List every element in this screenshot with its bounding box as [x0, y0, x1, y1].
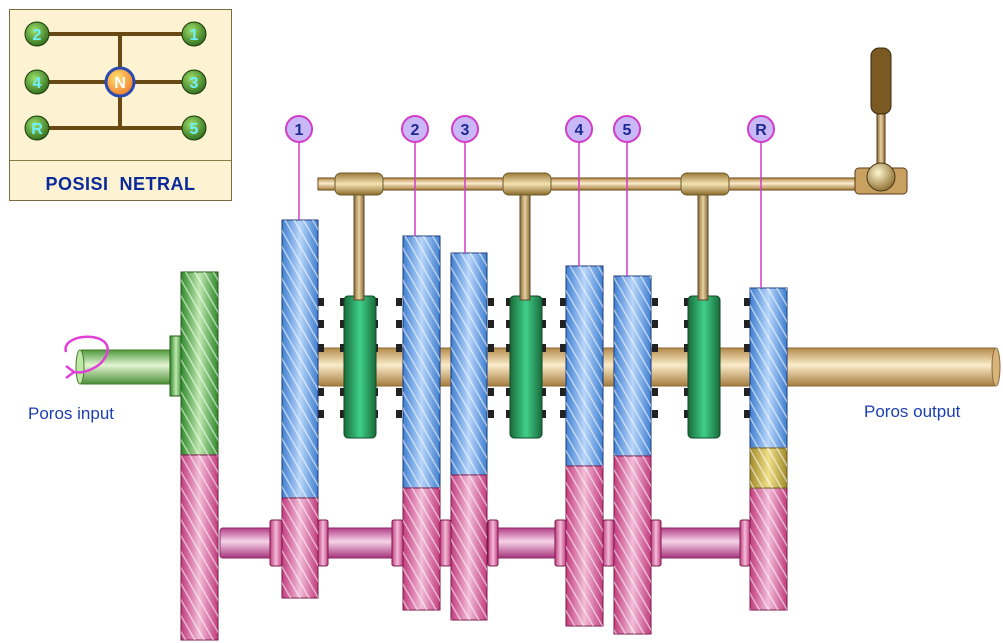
counter-gear-1: [282, 498, 318, 598]
synchronizer-3-4: [510, 296, 542, 438]
output-shaft-label: Poros output: [864, 402, 960, 422]
gear-marker-1: 1: [286, 116, 312, 220]
gear-marker-5: 5: [614, 116, 640, 276]
gear-marker-label: 3: [461, 122, 470, 139]
gear-marker-2: 2: [402, 116, 428, 236]
shift-rail: [318, 173, 858, 195]
counter-gear-4: [566, 466, 603, 626]
synchronizer-1-2: [344, 296, 376, 438]
counter-gear-2: [403, 488, 440, 610]
neutral-position-indicator: N: [106, 68, 134, 96]
counter-gear-5: [614, 456, 651, 634]
reverse-idler-gear: [750, 448, 787, 488]
gear-marker-label: 2: [411, 122, 420, 139]
gear-marker-label: 5: [623, 122, 632, 139]
gear-3: [451, 253, 487, 475]
gear-5: [614, 276, 651, 456]
panel-divider: [10, 160, 231, 161]
shift-fork-1: [354, 190, 364, 300]
shift-position-title: POSISI NETRAL: [10, 174, 231, 195]
svg-text:5: 5: [190, 121, 199, 138]
counter-gear-3: [451, 475, 487, 620]
svg-text:4: 4: [33, 75, 42, 92]
gear-marker-label: 1: [295, 122, 304, 139]
gear-position-2: 2: [25, 22, 49, 46]
svg-text:3: 3: [190, 75, 199, 92]
shift-pattern-diagram: 2 1 4 3 R 5 N: [10, 10, 231, 160]
svg-text:N: N: [114, 75, 126, 92]
gear-position-3: 3: [182, 70, 206, 94]
gear-position-4: 4: [25, 70, 49, 94]
gear-position-r: R: [25, 116, 49, 140]
svg-text:1: 1: [190, 27, 199, 44]
counter-drive-gear: [181, 455, 218, 640]
gear-2: [403, 236, 440, 488]
gear-marker-label: 4: [575, 122, 584, 139]
shift-fork-3: [698, 190, 708, 300]
shift-lever[interactable]: [855, 48, 907, 194]
gear-reverse: [750, 288, 787, 448]
svg-text:R: R: [31, 121, 43, 138]
gear-marker-label: R: [755, 122, 767, 139]
shift-fork-2: [520, 190, 530, 300]
gear-position-1: 1: [182, 22, 206, 46]
synchronizer-5-r: [688, 296, 720, 438]
counter-gear-reverse: [750, 488, 787, 610]
gear-1: [282, 220, 318, 498]
shift-pattern-panel: 2 1 4 3 R 5 N POSISI NETRAL: [9, 9, 232, 201]
svg-text:2: 2: [33, 27, 42, 44]
gear-position-5: 5: [182, 116, 206, 140]
input-shaft: [76, 336, 182, 396]
input-gear: [181, 272, 218, 455]
input-shaft-label: Poros input: [28, 404, 114, 424]
gear-4: [566, 266, 603, 466]
gear-marker-r: R: [748, 116, 774, 288]
gear-marker-4: 4: [566, 116, 592, 266]
